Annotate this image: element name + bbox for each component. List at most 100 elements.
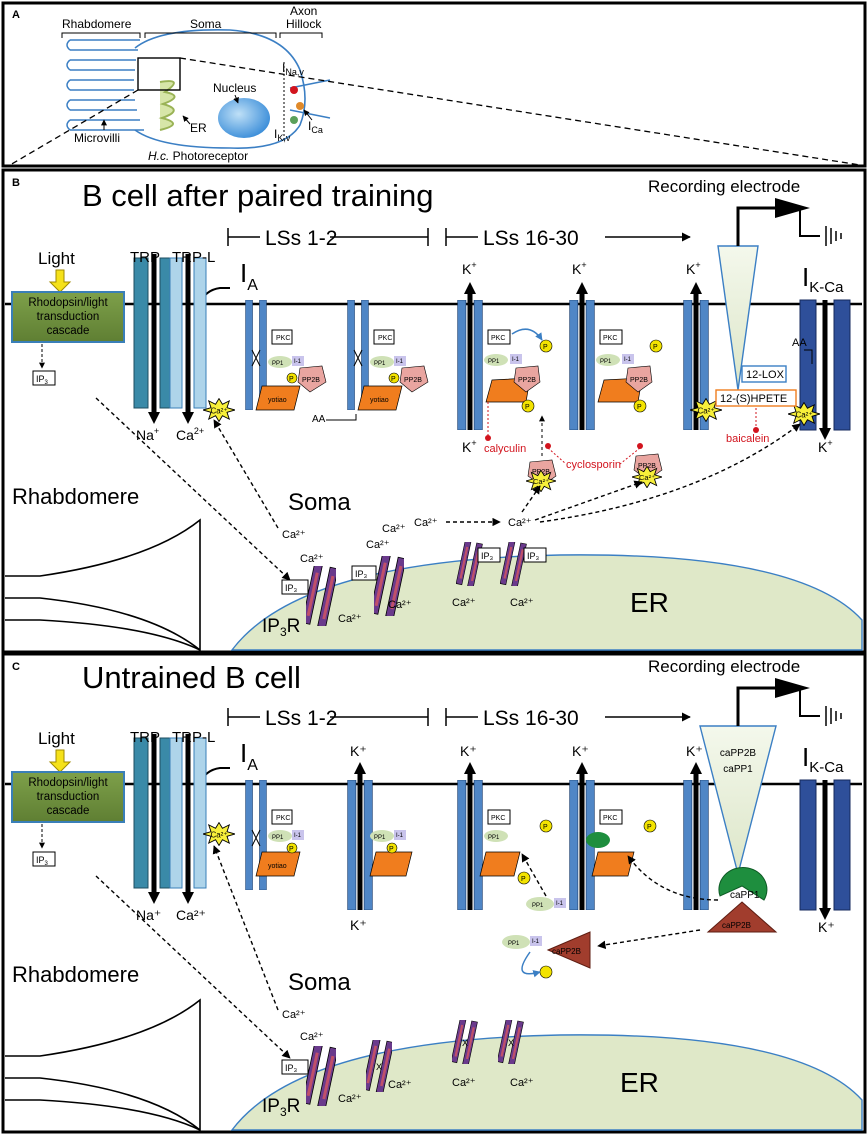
microvilli-fan-b [5,518,201,652]
rhabdomere-bracket [61,32,141,38]
capp2b-label-left: caPP2B [552,947,581,956]
label-er-a: ER [190,121,207,135]
svg-text:P: P [391,376,396,383]
svg-text:PP1: PP1 [374,835,386,841]
k-channel-c3: PKC P [569,762,657,910]
ikca-channel-b [799,299,851,440]
k-label-b3: K+ [686,260,701,277]
cascade-box-c [11,771,125,823]
ia-label-b: IA [240,258,258,294]
baicalein-label: baicalein [726,433,769,445]
lss-timeline-b [227,228,691,246]
ip3r-label-c: IP3R [262,1096,300,1119]
label-i-kv: IK,v [274,127,291,143]
aa-label-b2: AA [792,337,807,349]
ikca-label-b: IK-Ca [802,262,844,296]
zoom-line-right [179,57,861,166]
ia-channel-c1: yotiao PKC PP1 I-1 P [245,780,304,890]
soma-label-b: Soma [288,489,351,516]
svg-text:Ca²⁺: Ca²⁺ [508,517,532,529]
er-region-b [230,554,863,651]
ca-label-b: Ca2+ [176,426,204,443]
cascade-line-1-c: Rhodopsin/light [28,777,108,789]
svg-text:PP2B: PP2B [302,377,320,384]
ica-arrow [303,109,313,121]
soma-label-c: Soma [288,969,351,996]
er-label-b: ER [630,587,669,618]
svg-text:P: P [289,376,294,383]
lox-label: 12-LOX [746,369,785,381]
x-mark-c2: X [462,1038,468,1048]
pp1-label-c1: PP1 [508,941,520,947]
trp-label-b: TRP [130,249,160,266]
trpl-channel-c [169,734,207,904]
svg-text:IP₃: IP₃ [527,551,540,561]
capp2b-shape [706,901,778,933]
trpl-label-c: TRP-L [172,729,215,746]
lss-late-c: LSs 16-30 [483,707,579,730]
k-label-c1-bottom: K⁺ [350,917,367,933]
k-label-b1-top: K+ [462,260,477,277]
capp2b-label-right: caPP2B [722,921,751,930]
i1-label-c1: I-1 [532,939,540,945]
svg-text:IP₃: IP₃ [285,583,298,593]
cascade-line-1-b: Rhodopsin/light [28,297,108,309]
svg-text:PKC: PKC [378,335,392,342]
svg-text:PP1: PP1 [488,359,500,365]
panel-c-title: Untrained B cell [82,660,301,695]
label-rhabdomere-a: Rhabdomere [62,17,132,31]
svg-text:I-1: I-1 [294,833,302,839]
svg-text:Ca²⁺: Ca²⁺ [382,523,406,535]
svg-text:PKC: PKC [491,335,505,342]
cascade-box-b [11,291,125,343]
k-label-b2: K+ [572,260,587,277]
lss-early-c: LSs 1-2 [265,707,337,730]
svg-text:PKC: PKC [603,335,617,342]
trp-label-c: TRP [130,729,160,746]
signal-arrows-c [95,845,719,1059]
svg-text:IP₃: IP₃ [481,551,494,561]
svg-text:P: P [637,404,642,411]
label-nucleus: Nucleus [213,81,256,95]
svg-text:yotiao: yotiao [268,397,287,404]
ca-label-c: Ca²⁺ [176,907,206,923]
label-i-nav: INa,v [282,61,304,77]
electrode-pp1-label: caPP1 [723,764,753,775]
hpete-box [715,389,797,407]
k-channel-c4 [683,762,709,910]
recording-electrode-b [717,198,842,391]
kv-channel-icon [290,116,298,124]
er-shape-a [158,80,176,131]
trpl-label-b: TRP-L [172,249,215,266]
k-label-b1-bottom: K+ [462,438,477,455]
cascade-line-3-b: cascade [47,325,90,337]
svg-text:I-1: I-1 [396,833,404,839]
k-channel-b3 [683,282,709,430]
svg-text:Ca²⁺: Ca²⁺ [510,597,534,609]
ia-channel-b2: yotiao PKC PP1 I-1 PP2B P [347,300,429,411]
microvilli-fan-c [5,998,201,1132]
k-label-ikca-b: K+ [818,438,833,455]
zoom-box [137,57,181,91]
nav-channel-icon [290,86,298,94]
label-hillock: Hillock [286,17,322,31]
x-mark-c3: X [508,1038,514,1048]
svg-text:I-1: I-1 [512,357,520,363]
ip3-label-c: IP3 [36,855,49,867]
label-soma-a: Soma [190,17,222,31]
svg-text:Ca²⁺: Ca²⁺ [452,1077,476,1089]
panel-a-letter: A [12,9,20,21]
ip3-label-b: IP3 [36,374,49,386]
svg-text:Ca²⁺: Ca²⁺ [300,1031,324,1043]
svg-text:Ca²⁺: Ca²⁺ [282,529,306,541]
lox-box [741,365,787,383]
svg-text:P: P [647,824,652,831]
svg-text:PP1: PP1 [600,359,612,365]
svg-text:yotiao: yotiao [370,397,389,404]
k-label-c1: K⁺ [350,743,367,759]
svg-text:IP₃: IP₃ [355,569,368,579]
x-mark-c1: X [376,1062,382,1072]
signal-arrows-b [95,397,801,581]
ca-ions-c: Ca²⁺Ca²⁺ Ca²⁺Ca²⁺ Ca²⁺Ca²⁺ [282,1009,534,1105]
